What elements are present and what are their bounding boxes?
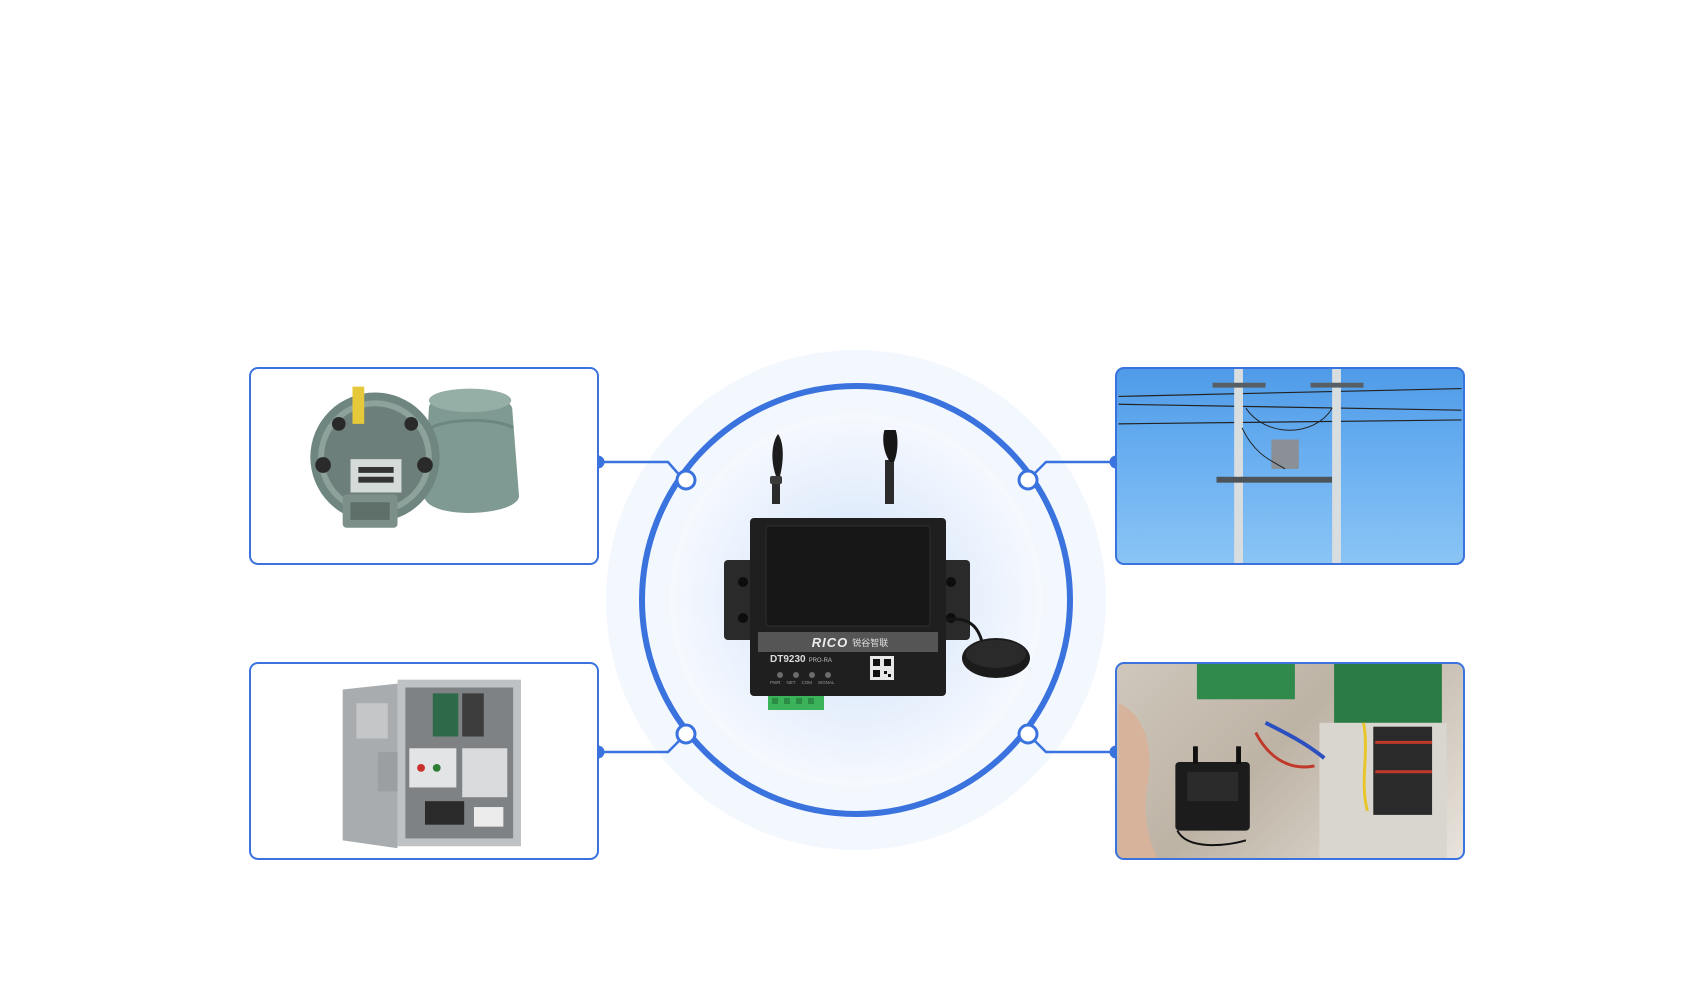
connector-top-left	[598, 460, 683, 479]
device-model: DT9230	[770, 654, 806, 665]
device-brand: RICO	[811, 634, 849, 650]
ring-node-bottom-left	[675, 723, 697, 745]
card-installation-photo	[1115, 662, 1465, 860]
card-utility-pole	[1115, 367, 1465, 565]
indicator-label-com: COM	[801, 680, 813, 685]
ring-node-top-left	[675, 469, 697, 491]
indicator-label-pwr: PWR	[770, 680, 781, 685]
device-brand-suffix: 锐谷智联	[852, 637, 889, 648]
device-model-suffix: PRO-RA	[808, 658, 832, 664]
ring-node-top-right	[1017, 469, 1039, 491]
device-brand-strip: RICO 锐谷智联	[762, 634, 938, 650]
utility-pole-icon	[1118, 369, 1462, 563]
indicator-label-net: NET	[786, 680, 796, 685]
device-indicator-labels: PWR NET COM SIGNAL	[770, 680, 835, 685]
ring-node-bottom-right	[1017, 723, 1039, 745]
installation-photo-icon	[1118, 664, 1447, 858]
device-model-line: DT9230 PRO-RA	[770, 654, 832, 665]
control-cabinet-icon	[342, 679, 521, 849]
card-control-cabinet	[249, 662, 599, 860]
dtu-device-icon	[724, 430, 1030, 710]
electric-meter-icon	[310, 386, 520, 528]
card-electric-meter	[249, 367, 599, 565]
hub-ring	[639, 383, 1073, 817]
indicator-label-signal: SIGNAL	[818, 680, 835, 685]
